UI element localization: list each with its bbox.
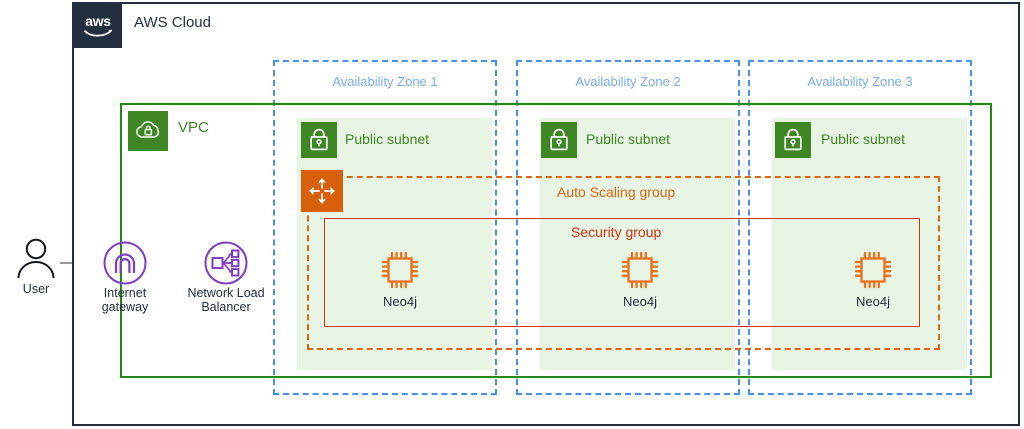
public-subnet-1-label: Public subnet [345,131,430,147]
neo4j-instance-3: Neo4j [828,248,918,309]
network-load-balancer-label-line1: Network Load [187,286,265,300]
user-actor: User [6,236,66,296]
public-subnet-2-label: Public subnet [586,131,671,147]
public-subnet-3-padlock-icon [775,122,811,158]
network-load-balancer-label: Network Load Balancer [187,286,264,314]
availability-zone-1-label: Availability Zone 1 [332,74,438,89]
internet-gateway-icon [103,241,147,285]
public-subnet-1-padlock-icon [301,122,337,158]
ec2-chip-icon [621,251,659,289]
auto-scaling-group-label: Auto Scaling group [557,184,676,200]
vpc-boundary [120,103,992,378]
auto-scaling-arrows-icon [301,170,343,212]
ec2-chip-icon [381,251,419,289]
auto-scaling-group-boundary [307,176,940,350]
public-subnet-3-area [772,118,967,370]
public-subnet-2-padlock-icon [541,122,577,158]
ec2-chip-icon [854,251,892,289]
neo4j-instance-2-label: Neo4j [623,294,657,309]
neo4j-instance-2: Neo4j [595,248,685,309]
public-subnet-2-area [540,118,735,370]
internet-gateway-label-line1: Internet [103,286,147,300]
availability-zone-3-label: Availability Zone 3 [807,74,913,89]
public-subnet-3-label: Public subnet [821,131,906,147]
neo4j-instance-1-label: Neo4j [383,294,417,309]
aws-logo-icon: aws [74,4,122,48]
availability-zone-2: Availability Zone 2 [516,60,740,395]
internet-gateway-node: Internet gateway [93,240,157,314]
user-person-icon [17,238,55,279]
network-load-balancer-label-line2: Balancer [201,300,251,314]
aws-logo-text: aws [85,12,111,29]
network-load-balancer-icon [204,241,248,285]
aws-smile-swoosh-icon [84,29,112,37]
internet-gateway-label: Internet gateway [102,286,149,314]
network-load-balancer-node: Network Load Balancer [176,240,276,314]
neo4j-instance-1: Neo4j [355,248,445,309]
vpc-label: VPC [178,119,209,136]
neo4j-instance-3-label: Neo4j [856,294,890,309]
availability-zone-1: Availability Zone 1 [273,60,497,395]
availability-zone-2-label: Availability Zone 2 [575,74,681,89]
availability-zone-3: Availability Zone 3 [748,60,972,395]
internet-gateway-label-line2: gateway [101,300,149,314]
user-label: User [22,282,50,296]
public-subnet-1-area [297,118,492,370]
security-group-label: Security group [571,224,662,240]
vpc-cloud-lock-icon [128,111,168,151]
security-group-boundary [324,218,920,327]
aws-cloud-label: AWS Cloud [134,14,211,31]
